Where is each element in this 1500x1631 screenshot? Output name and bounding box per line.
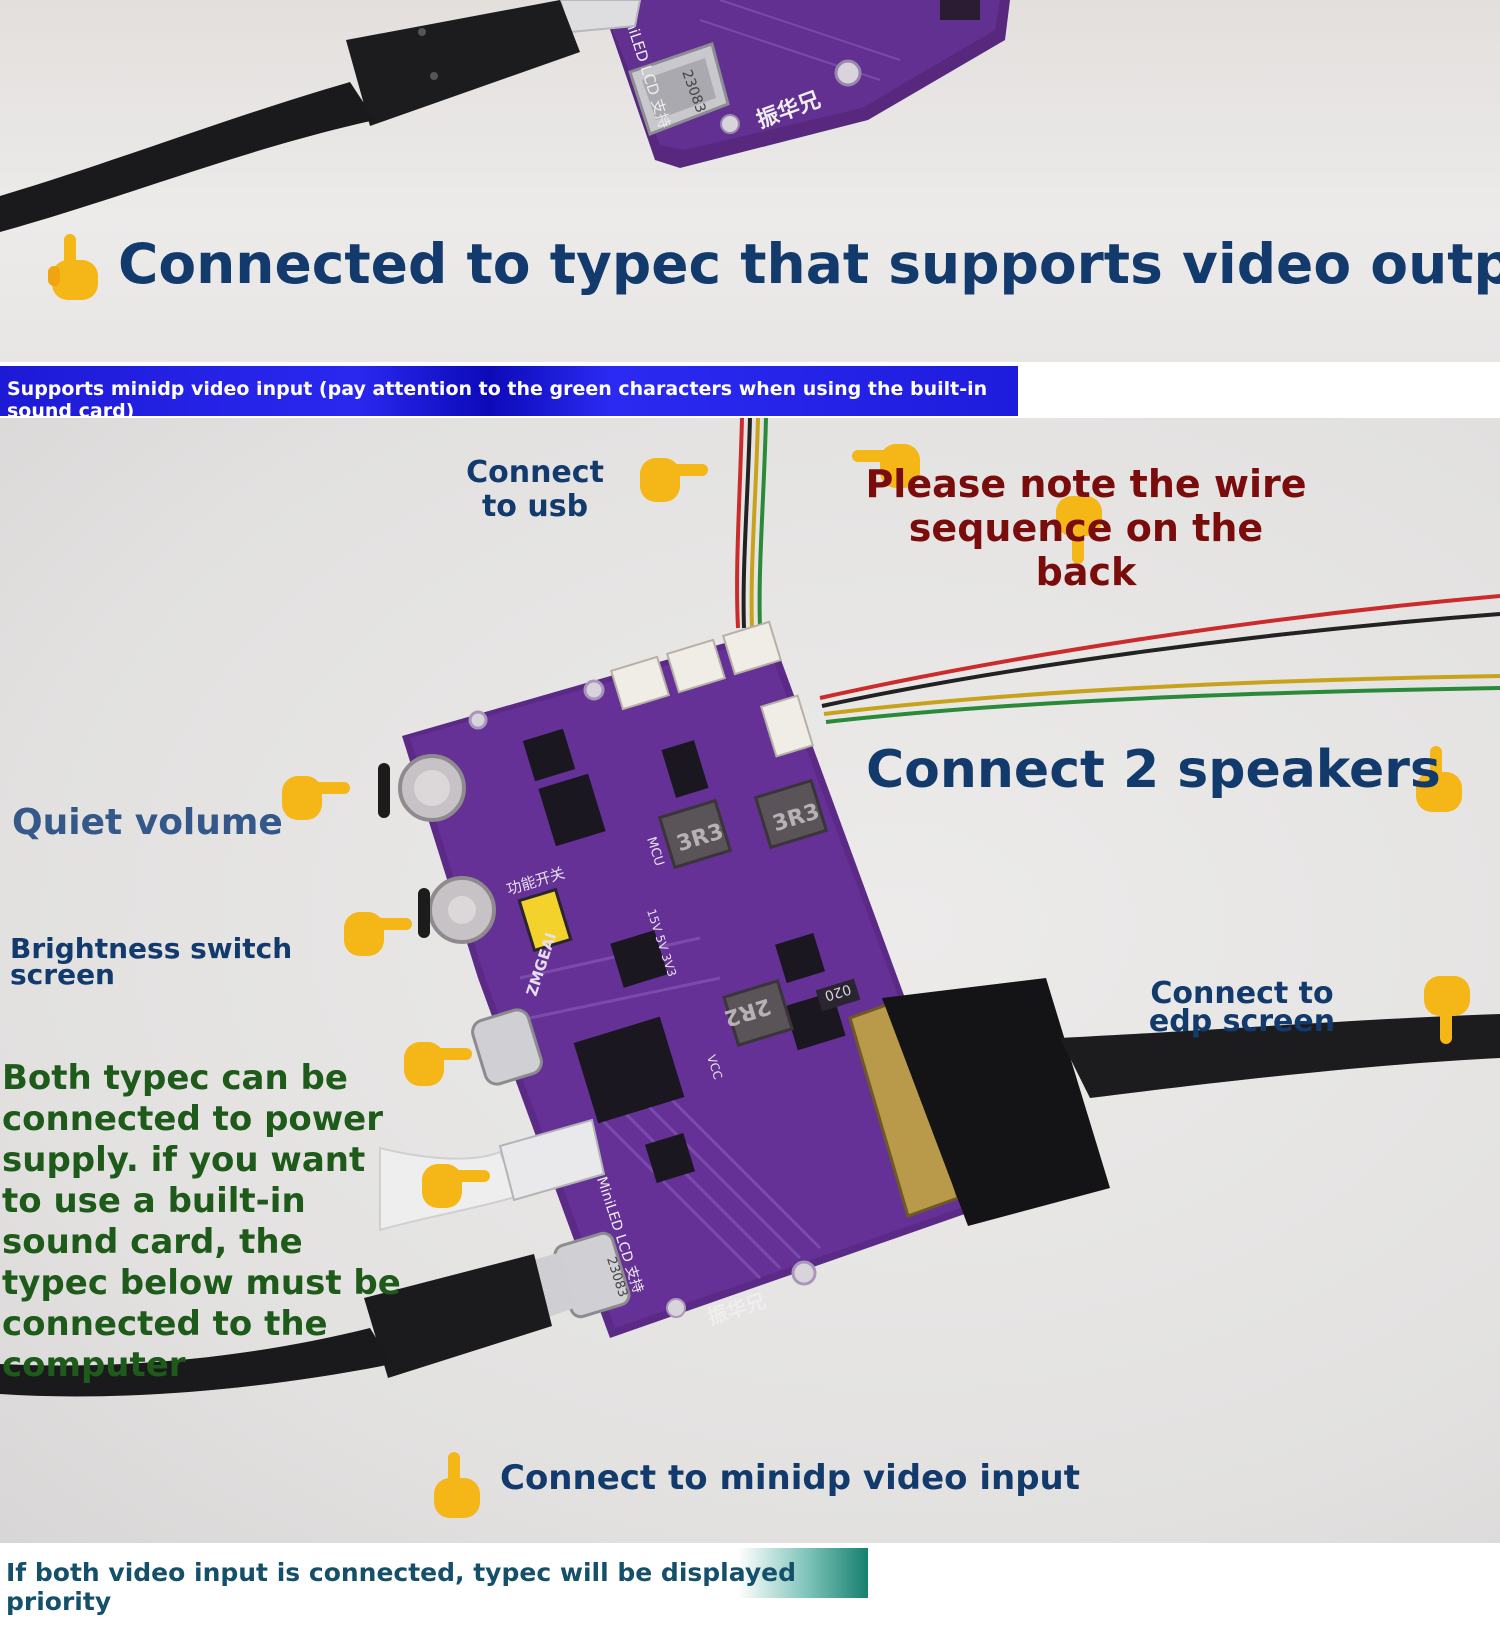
bottom-product-photo: 3R3 3R3 2R2 020 功能开关 MCU 15V 5V 3V3 ZMGE… [0,418,1500,1543]
pointing-right-hand-icon [640,458,708,502]
top-cables [0,0,642,232]
pointing-hand-icon [48,234,98,300]
quiet-volume-label: Quiet volume [12,802,283,843]
pointing-right-hand-icon [344,912,412,956]
speaker-wires [819,594,1500,724]
edp-screen-label: Connect to edp screen [1148,976,1336,1039]
pointing-right-hand-icon [852,444,920,488]
pointing-right-hand-icon [404,1042,472,1086]
minidp-banner: Supports minidp video input (pay attenti… [0,366,1018,422]
bottom-photo-scene: 3R3 3R3 2R2 020 功能开关 MCU 15V 5V 3V3 ZMGE… [0,418,1500,1397]
brightness-switch-label: Brightness switch screen [10,932,293,991]
pointing-right-hand-icon [282,776,350,820]
top-caption: Connected to typec that supports video o… [118,232,1500,296]
priority-banner: If both video input is connected, typec … [0,1548,868,1616]
top-product-photo: 23083 振华兄 MiniLED LCD 支持 Connected to ty… [0,0,1500,362]
chip-marking: 020 [823,980,853,1003]
connect-usb-label: Connect to usb [466,455,604,524]
usb-wires [735,418,768,629]
wire-sequence-note: Please note the wire sequence on the bac… [865,462,1307,594]
pointing-right-hand-icon [422,1164,490,1208]
priority-banner-text: If both video input is connected, typec … [6,1558,796,1616]
pointing-up-hand-icon [434,1452,480,1518]
typec-power-note: Both typec can be connected to power sup… [2,1058,401,1385]
speakers-label: Connect 2 speakers [866,740,1441,800]
minidp-cable [0,1252,574,1397]
pointing-down-hand-icon [1056,496,1102,564]
pcb-board: 3R3 3R3 2R2 020 功能开关 MCU 15V 5V 3V3 ZMGE… [378,620,982,1338]
minidp-input-label: Connect to minidp video input [500,1458,1080,1498]
minidp-banner-text: Supports minidp video input (pay attenti… [7,378,988,422]
pointing-down-hand-icon [1424,976,1470,1044]
top-photo-scene: 23083 振华兄 MiniLED LCD 支持 [0,0,1010,232]
pointing-up-hand-icon [1416,746,1462,812]
edp-cable [882,978,1500,1226]
